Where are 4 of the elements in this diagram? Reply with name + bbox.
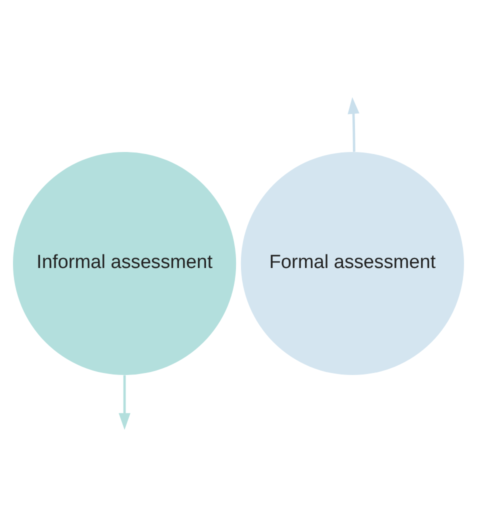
node-circle: Informal assessment bbox=[13, 151, 236, 375]
arrow bbox=[118, 374, 130, 430]
node-circle: Formal assessment bbox=[240, 151, 464, 375]
arrow bbox=[348, 96, 360, 152]
